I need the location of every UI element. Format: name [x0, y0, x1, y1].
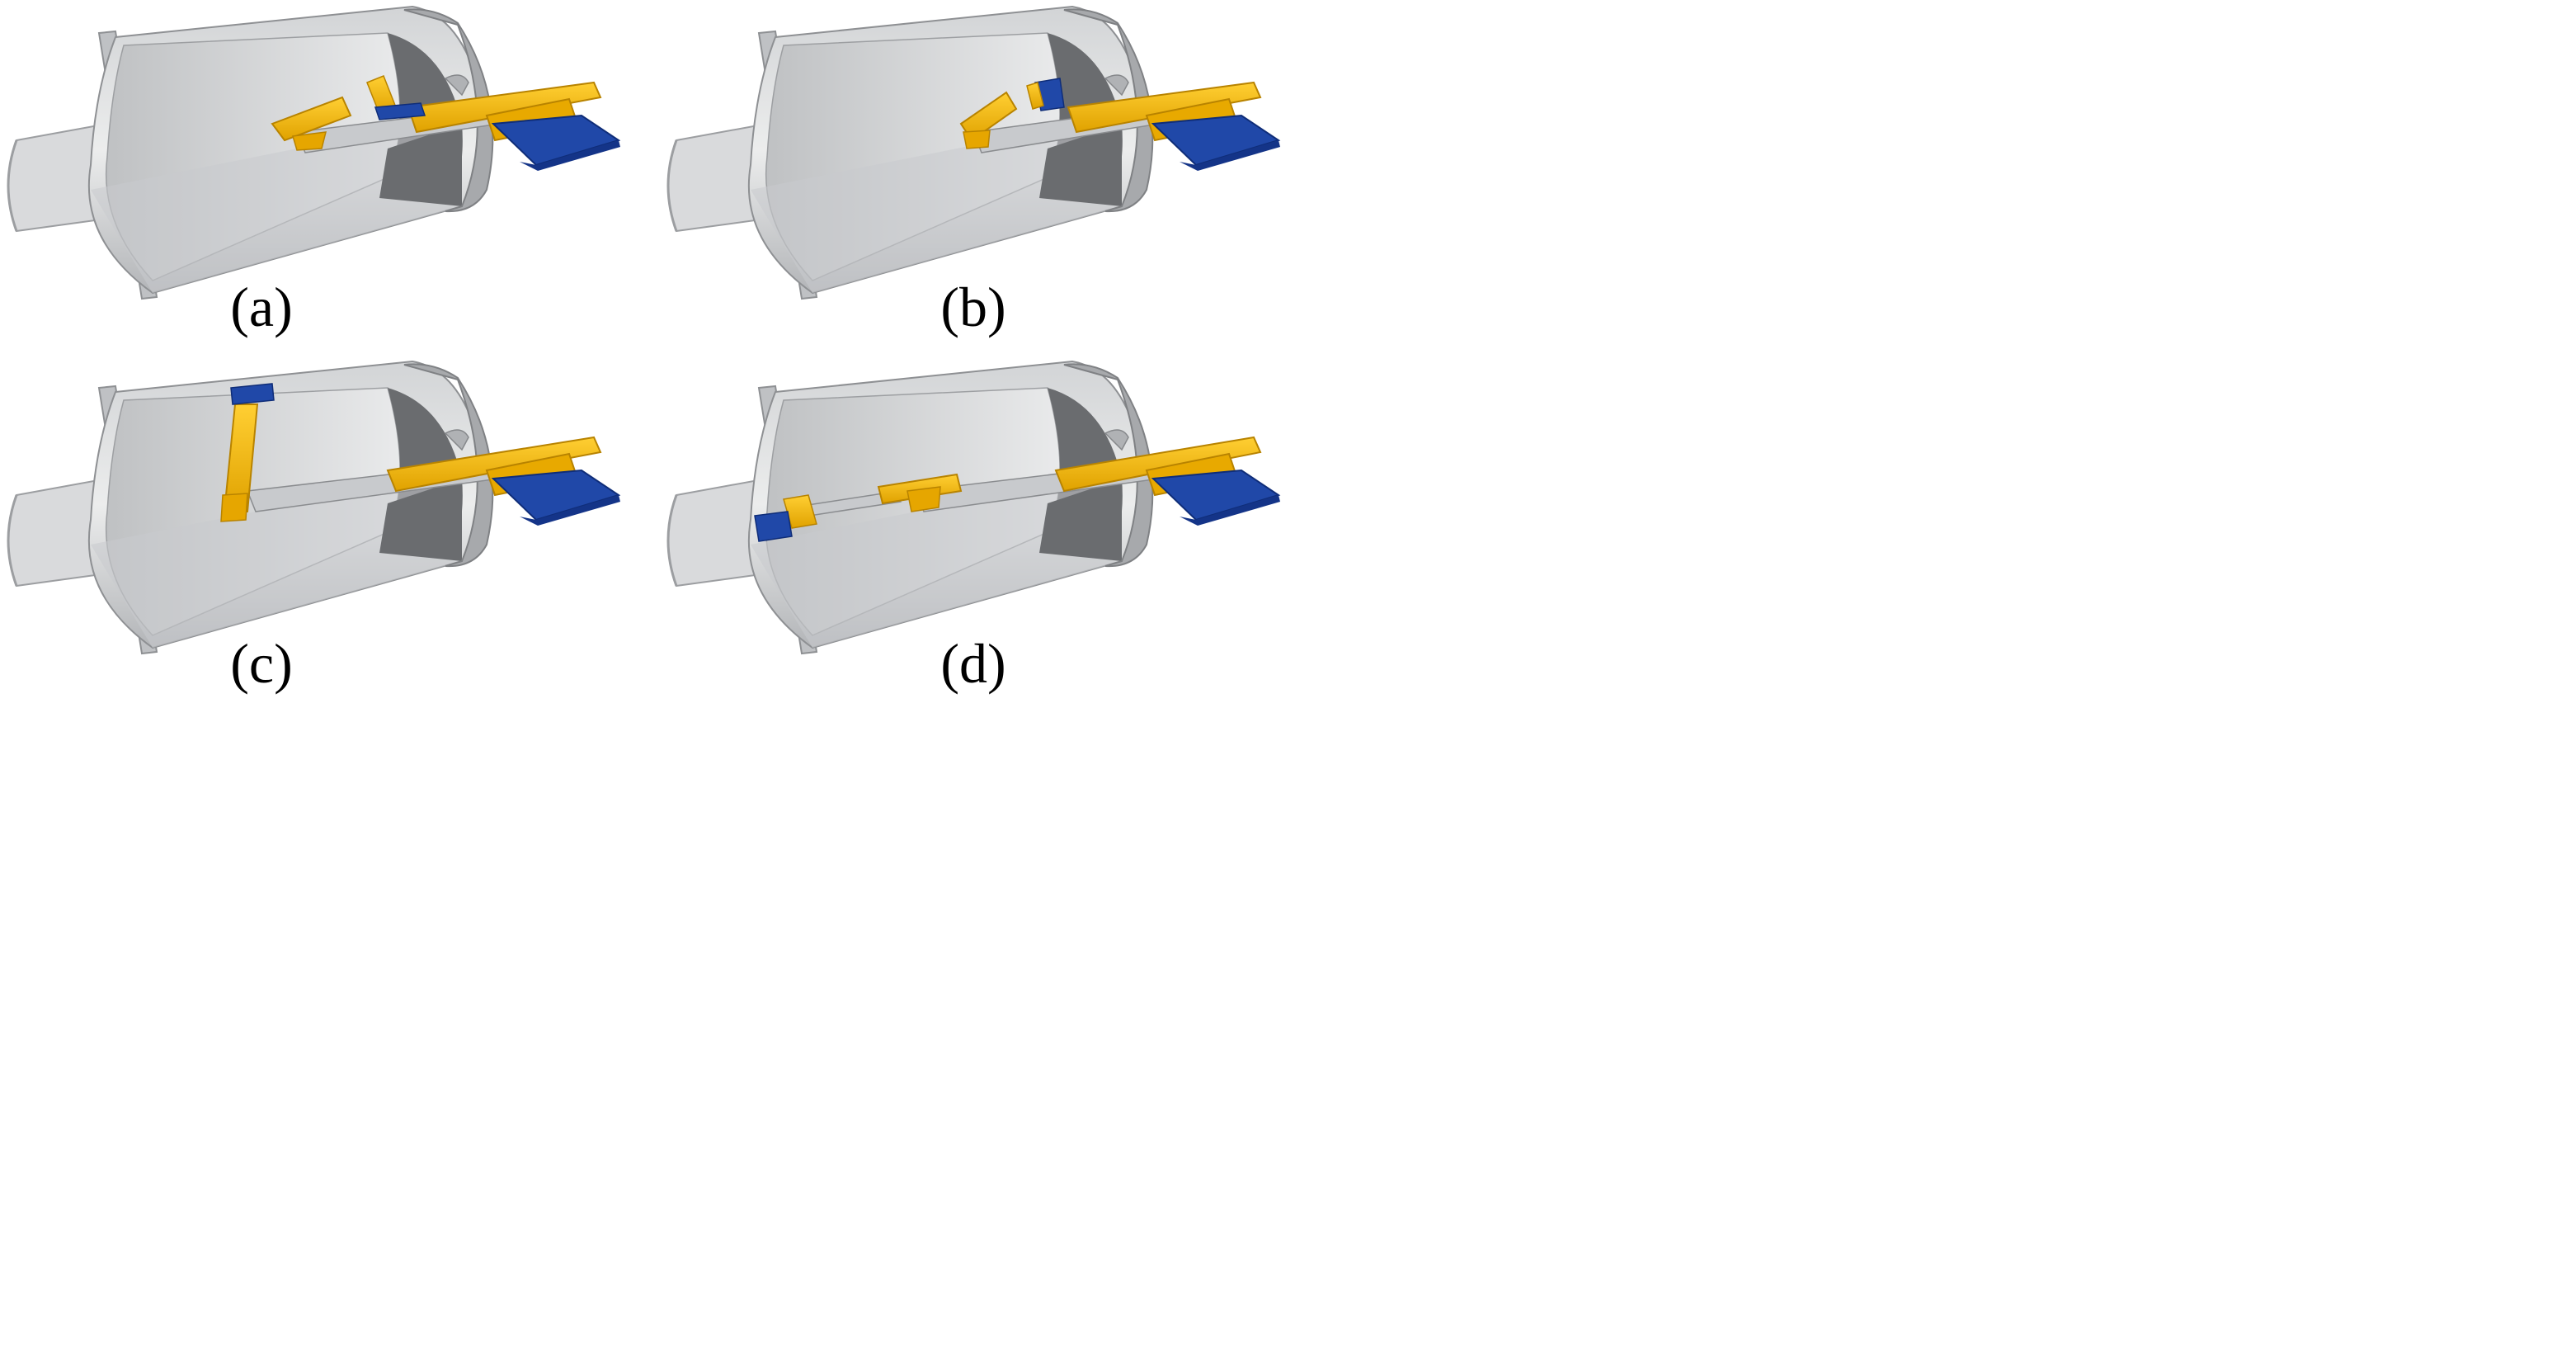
end-effector-pad: [374, 102, 426, 120]
base-pad: [491, 114, 621, 167]
furnace-illustration: [666, 360, 1281, 655]
support-beam: [386, 436, 602, 493]
end-effector-pad: [754, 511, 793, 542]
panel-a: (a): [0, 0, 1288, 672]
panel-caption: (c): [230, 632, 293, 695]
end-effector-pad: [230, 383, 275, 405]
manipulator-arm: [271, 96, 352, 142]
panel-caption: (b): [940, 276, 1006, 338]
support-beam: [1067, 81, 1262, 134]
base-pad: [491, 469, 621, 521]
furnace-illustration: [666, 5, 1281, 300]
furnace-illustration: [7, 5, 621, 300]
support-beam: [1054, 436, 1262, 493]
panel-caption: (a): [230, 276, 293, 338]
panel-caption: (d): [940, 632, 1006, 695]
panel-c: (c): [0, 355, 1288, 1027]
furnace-illustration: [7, 360, 621, 655]
support-beam: [407, 81, 602, 134]
panel-d: (d): [660, 355, 1947, 1027]
manipulator-arm: [223, 404, 259, 512]
base-pad: [1151, 469, 1281, 521]
base-pad: [1151, 114, 1281, 167]
panel-b: (b): [660, 0, 1947, 672]
